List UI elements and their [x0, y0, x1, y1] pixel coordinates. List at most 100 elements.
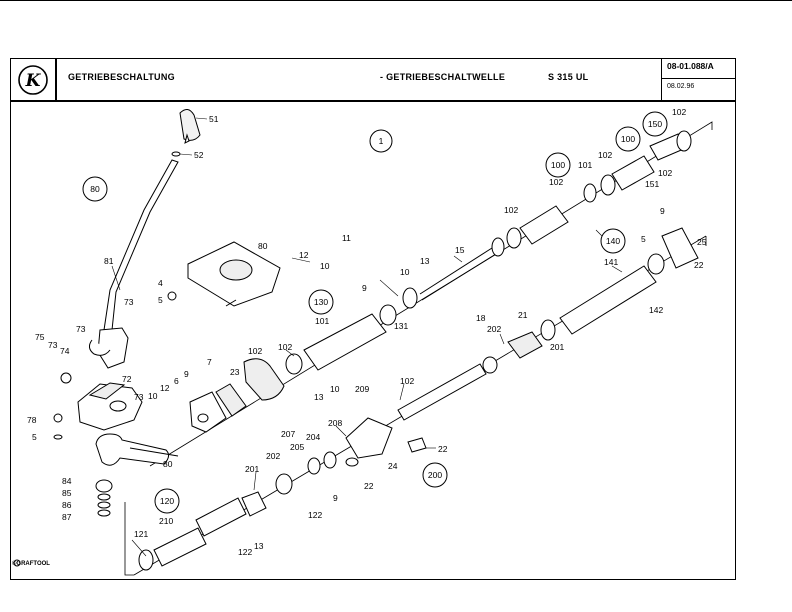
part-label: 131	[394, 321, 408, 331]
part-label: 102	[549, 177, 563, 187]
model-label: S 315 UL	[548, 72, 589, 82]
footer-brand: ©GRAFTOOL	[12, 561, 50, 567]
part-label: 24	[388, 461, 398, 471]
gear-lever	[88, 109, 201, 369]
part-label: 80	[258, 241, 268, 251]
part-label: 141	[604, 257, 618, 267]
callout-circles	[82, 111, 668, 514]
callout-120	[154, 488, 180, 514]
part-label: 12	[160, 383, 170, 393]
part-label: 102	[672, 107, 686, 117]
part-label: 5	[32, 432, 37, 442]
part-label: 73	[124, 297, 134, 307]
part-label: 22	[694, 260, 704, 270]
logo-letter: K	[25, 71, 42, 91]
part-label: 72	[122, 374, 132, 384]
part-label: 6	[174, 376, 179, 386]
part-label: 202	[487, 324, 501, 334]
part-label: 9	[660, 206, 665, 216]
callout-80	[82, 176, 108, 202]
upper-shaft-parts	[189, 130, 692, 433]
page-top-rule	[0, 0, 792, 1]
part-label: 21	[518, 310, 528, 320]
part-label: 18	[476, 313, 486, 323]
part-label: 208	[328, 418, 342, 428]
callout-100-a	[545, 152, 571, 178]
lower-shaft-parts	[138, 363, 487, 571]
callout-text-1: 1	[379, 136, 384, 146]
part-label: 73	[48, 340, 58, 350]
part-label: 51	[209, 114, 219, 124]
part-label: 10	[330, 384, 340, 394]
part-label: 13	[314, 392, 324, 402]
part-label: 52	[194, 150, 204, 160]
callout-100-b	[615, 126, 641, 152]
callout-1	[369, 129, 393, 153]
document-date: 08.02.96	[667, 83, 695, 90]
callout-text-140: 140	[606, 236, 620, 246]
part-label: 9	[333, 493, 338, 503]
part-label: 25	[697, 237, 707, 247]
part-label: 74	[60, 346, 70, 356]
drawing-frame	[10, 58, 736, 580]
part-label: 81	[104, 256, 114, 266]
part-label: 210	[159, 516, 173, 526]
callout-130	[308, 289, 334, 315]
part-label: 10	[400, 267, 410, 277]
part-label: 201	[245, 464, 259, 474]
callout-150	[642, 111, 668, 137]
part-label: 102	[248, 346, 262, 356]
callout-text-130: 130	[314, 297, 328, 307]
part-label: 9	[184, 369, 189, 379]
part-label: 87	[62, 512, 72, 522]
part-label: 122	[308, 510, 322, 520]
part-label: 102	[400, 376, 414, 386]
callout-text-80: 80	[90, 184, 100, 194]
part-label: 122	[238, 547, 252, 557]
part-label: 142	[649, 305, 663, 315]
callout-text-100-a: 100	[551, 160, 565, 170]
part-label: 85	[62, 488, 72, 498]
part-label: 151	[645, 179, 659, 189]
part-label: 204	[306, 432, 320, 442]
subassembly-title: - GETRIEBESCHALTWELLE	[380, 72, 506, 82]
title-cell	[10, 58, 662, 100]
title-block-rule	[10, 100, 736, 102]
part-label: 102	[504, 205, 518, 215]
part-label: 78	[27, 415, 37, 425]
part-label: 207	[281, 429, 295, 439]
mounting-bracket	[187, 241, 281, 307]
shaft-140-parts	[482, 227, 699, 374]
callout-text-150: 150	[648, 119, 662, 129]
callout-140	[600, 228, 626, 254]
footer-logo-icon	[13, 559, 21, 567]
part-label: 102	[278, 342, 292, 352]
document-number: 08-01.088/A	[667, 61, 714, 71]
part-label: 4	[158, 278, 163, 288]
part-label: 80	[163, 459, 173, 469]
part-label: 5	[641, 234, 646, 244]
callout-text-200: 200	[428, 470, 442, 480]
part-label: 10	[320, 261, 330, 271]
lever-base-fittings	[53, 291, 177, 517]
part-label: 10	[148, 391, 158, 401]
part-label: 205	[290, 442, 304, 452]
part-label: 73	[76, 324, 86, 334]
part-label: 22	[438, 444, 448, 454]
callout-text-100-b: 100	[621, 134, 635, 144]
callout-text-120: 120	[160, 496, 174, 506]
part-label: 209	[355, 384, 369, 394]
callout-texts: 1 80 130 100 100 150 140 120 200	[90, 119, 662, 506]
part-label: 101	[315, 316, 329, 326]
callout-200	[422, 462, 448, 488]
brand-logo: K	[18, 65, 48, 95]
part-label: 102	[658, 168, 672, 178]
docno-divider	[662, 78, 736, 79]
part-label: 121	[134, 529, 148, 539]
part-label: 101	[578, 160, 592, 170]
part-label: 11	[342, 233, 351, 243]
part-label: 13	[254, 541, 264, 551]
part-label: 9	[362, 283, 367, 293]
shift-housing	[77, 382, 179, 466]
